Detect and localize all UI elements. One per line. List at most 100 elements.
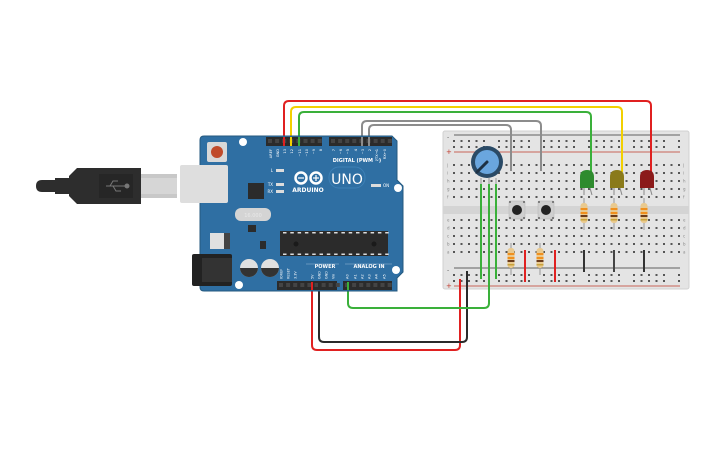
breadboard-hole [453,172,455,174]
resistor-led-green[interactable] [580,198,588,230]
breadboard-hole [610,164,613,166]
breadboard-hole [460,196,463,198]
header-pin[interactable] [331,139,335,143]
breadboard-hole [498,219,500,221]
breadboard-hole [460,164,463,166]
wire-a0-pot[interactable] [347,184,490,309]
breadboard-hole [520,274,523,276]
wire-pin11-green-led[interactable] [298,111,592,172]
breadboard-hole [513,172,515,174]
header-pin[interactable] [387,139,392,143]
header-pin[interactable] [359,283,364,287]
row-letter: e [683,218,686,223]
header-pin[interactable] [380,283,385,287]
header-pin[interactable] [380,139,385,143]
header-pin[interactable] [335,283,340,287]
resistor-led-red[interactable] [640,198,648,230]
header-pin[interactable] [275,139,280,143]
digital-header-left[interactable] [266,137,322,146]
breadboard-hole [528,274,530,276]
breadboard-hole [670,172,673,174]
header-pin[interactable] [373,283,378,287]
header-pin[interactable] [293,283,298,287]
analog-pin-label: A0 [346,274,350,279]
header-pin[interactable] [366,283,371,287]
header-pin[interactable] [352,283,357,287]
wire-pin2-button-1[interactable] [368,124,512,171]
wire-pin12-yellow-led[interactable] [290,106,623,172]
resistor-button-2[interactable] [536,243,544,275]
breadboard-hole [625,243,628,245]
breadboard-hole [633,180,635,182]
power-pin-label: RESET [287,267,291,279]
breadboard-hole [595,146,598,148]
pushbutton-1[interactable] [508,200,526,220]
breadboard-hole [663,196,665,198]
potentiometer[interactable] [471,146,503,184]
breadboard-hole [453,146,455,148]
small-component [248,225,256,232]
header-pin[interactable] [286,283,291,287]
breadboard-hole [558,227,560,229]
breadboard-hole [490,196,493,198]
led-green[interactable] [580,170,594,196]
breadboard-hole [618,227,620,229]
breadboard-hole [543,274,545,276]
usb-icon [106,180,130,192]
analog-pin-label: A5 [383,274,387,279]
breadboard-hole [655,180,658,182]
resistor-button-1[interactable] [507,243,515,275]
digital-pin-label: ~5 [346,149,350,154]
header-pin[interactable] [268,139,272,143]
breadboard-hole [625,235,628,237]
header-pin[interactable] [279,283,283,287]
breadboard-hole [633,251,635,253]
header-pin[interactable] [314,283,319,287]
pushbutton-2[interactable] [537,200,555,220]
header-pin[interactable] [373,139,378,143]
header-pin[interactable] [307,283,312,287]
wire-pin3-button-2[interactable] [361,120,542,171]
wire-5v[interactable] [311,279,461,351]
breadboard-hole [670,227,673,229]
breadboard-hole [633,219,635,221]
header-pin[interactable] [310,139,315,143]
breadboard-hole [483,280,485,282]
breadboard-hole [505,280,508,282]
breadboard-hole [535,188,538,190]
breadboard-hole [535,196,538,198]
reset-button[interactable] [211,146,223,158]
breadboard-hole [460,280,463,282]
power-header[interactable] [277,281,337,290]
header-pin[interactable] [328,283,333,287]
breadboard-hole [543,140,545,142]
header-pin[interactable] [321,283,326,287]
header-pin[interactable] [303,139,308,143]
breadboard-hole [655,219,658,221]
breadboard-hole [678,196,680,198]
breadboard-hole [573,146,575,148]
header-pin[interactable] [352,139,357,143]
header-pin[interactable] [387,283,392,287]
led-yellow[interactable] [610,170,624,196]
usb-cable[interactable] [36,168,177,204]
header-pin[interactable] [345,139,350,143]
wire-pin13-red-led[interactable] [283,100,652,172]
header-pin[interactable] [338,139,343,143]
header-pin[interactable] [300,283,305,287]
breadboard-hole [453,188,455,190]
breadboard-hole [588,227,590,229]
arduino-uno-board[interactable]: 16.000 L TX RX ON ARDUINO UNO [180,135,404,292]
breadboard-hole [483,274,485,276]
breadboard-hole [460,180,463,182]
breadboard-hole [595,196,598,198]
breadboard-hole [513,196,515,198]
breadboard-hole [640,140,643,142]
breadboard-hole [595,243,598,245]
wire-gnd[interactable] [318,271,468,343]
breadboard-hole [678,251,680,253]
resistor-led-yellow[interactable] [610,198,618,230]
header-pin[interactable] [317,139,322,143]
led-red[interactable] [640,170,654,196]
